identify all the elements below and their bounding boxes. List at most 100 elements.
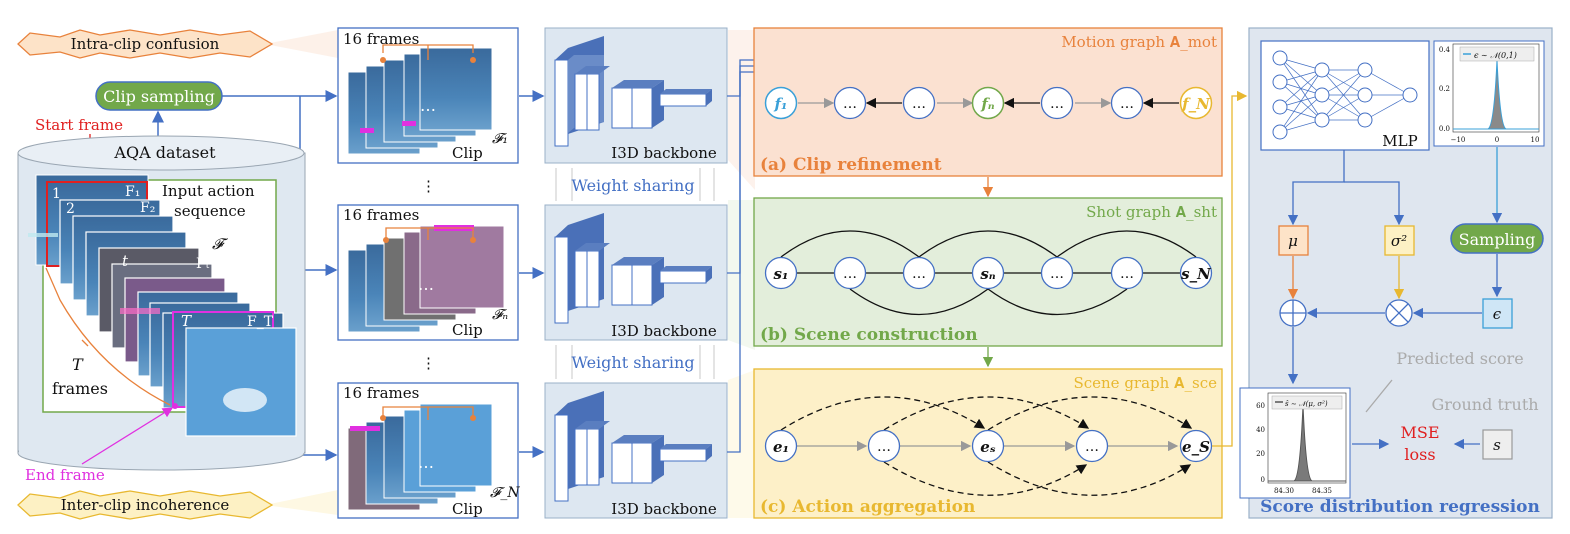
inset1-xtick-2: 10: [1531, 136, 1540, 144]
clip-n-frames: 16 frames: [343, 206, 419, 224]
sampling-label: Sampling: [1459, 230, 1536, 249]
inset2-xtick-1: 84.35: [1312, 487, 1332, 495]
clip-refinement-title: (a) Clip refinement: [760, 155, 942, 175]
frame-T-label: T: [181, 312, 192, 330]
start-frame-label: Start frame: [35, 116, 123, 134]
inset1-legend: ϵ ∼ 𝒩(0,1): [1474, 51, 1517, 60]
clip-1-label: Clip: [452, 144, 483, 162]
predicted-score-label: Predicted score: [1396, 349, 1523, 368]
backbone-2-label: I3D backbone: [611, 322, 717, 340]
sum-operator: [1279, 299, 1307, 327]
clip-box-1: [337, 27, 519, 164]
node-eS: e_S: [1182, 438, 1210, 456]
vdots-2: ⋮: [421, 354, 436, 372]
clip-box-N: [337, 382, 519, 519]
weight-sharing-label-2: Weight sharing: [571, 353, 694, 372]
inset1-ytick-2: 0.0: [1439, 125, 1450, 133]
mu-box: μ: [1278, 225, 1309, 256]
clip-sampling-pill: Clip sampling: [95, 81, 223, 111]
mse-label-2: loss: [1404, 445, 1435, 464]
frame-Ft-label: Fₜ: [196, 256, 210, 272]
backbone-1-label: I3D backbone: [611, 144, 717, 162]
score-regression-title: Score distribution regression: [1260, 497, 1540, 517]
clip-1-ellipsis: …: [420, 96, 436, 115]
predicted-dist-inset: ŝ ∼ 𝒩(μ, σ²) 60 40 20 0 84.30 84.35: [1239, 387, 1351, 499]
mlp-label: MLP: [1382, 132, 1417, 150]
clip-1-frames: 16 frames: [343, 30, 419, 48]
epsilon-label: ϵ: [1493, 305, 1502, 323]
T-label: T: [72, 355, 84, 374]
sigma-label: σ²: [1391, 232, 1407, 250]
sampling-pill: Sampling: [1450, 223, 1544, 254]
inset2-ytick-0: 60: [1256, 402, 1265, 410]
i3d-backbone-3: I3D backbone: [544, 382, 728, 519]
node-f1: f₁: [773, 95, 787, 113]
node-sN: s_N: [1181, 265, 1212, 283]
frame-1-label: 1: [52, 186, 61, 202]
vdots-1: ⋮: [421, 177, 436, 195]
inter-clip-text: Inter-clip incoherence: [61, 496, 230, 514]
motion-graph-title: Motion graph 𝐀_mot: [1061, 33, 1217, 51]
frame-t-label: t: [122, 252, 129, 270]
node-b-2: …: [843, 266, 857, 282]
input-action-label-1: Input action: [162, 182, 255, 200]
panel-clip-refinement: Motion graph 𝐀_mot (a) Clip refinement f…: [753, 27, 1223, 177]
node-e1: e₁: [773, 438, 789, 456]
clip-N-F: 𝓕_N: [490, 485, 520, 501]
node-b-5: …: [1050, 266, 1064, 282]
inset2-ytick-1: 40: [1256, 426, 1265, 434]
inset1-ytick-1: 0.2: [1439, 85, 1450, 93]
node-c-4: …: [1085, 439, 1099, 455]
input-frame-stack: [28, 174, 297, 437]
intra-clip-confusion-badge: Intra-clip confusion: [17, 29, 274, 59]
normal-dist-inset: ϵ ∼ 𝒩(0,1) 0.4 0.2 0.0 −10 0 10: [1433, 40, 1545, 147]
backbone-3-label: I3D backbone: [611, 500, 717, 518]
i3d-backbone-2: I3D backbone: [544, 204, 728, 341]
scene-graph-title: Scene graph 𝐀_sce: [1073, 374, 1217, 392]
inset1-ytick-0: 0.4: [1439, 46, 1451, 54]
frame-F1-label: F₁: [125, 184, 140, 200]
clip-n-F: 𝓕ₙ: [492, 307, 508, 323]
clip-1-F: 𝓕₁: [492, 131, 508, 147]
node-c-2: …: [877, 439, 891, 455]
weight-sharing-2: [555, 345, 715, 379]
panel-scene-construction: Shot graph 𝐀_sht (b) Scene construction …: [753, 197, 1223, 347]
frames-label: frames: [52, 379, 108, 398]
frame-2-label: 2: [66, 201, 75, 217]
action-aggregation-title: (c) Action aggregation: [760, 497, 975, 517]
frame-FT-label: F_T: [247, 314, 274, 330]
input-action-label-2: sequence: [174, 202, 246, 220]
node-b-6: …: [1120, 266, 1134, 282]
inset2-ytick-3: 0: [1261, 476, 1265, 484]
scene-construction-title: (b) Scene construction: [760, 325, 978, 345]
intra-clip-text: Intra-clip confusion: [71, 35, 220, 53]
panel-action-aggregation: Scene graph 𝐀_sce (c) Action aggregation…: [753, 368, 1223, 519]
weight-sharing-1: [555, 168, 715, 201]
ground-truth-label: Ground truth: [1431, 395, 1538, 414]
product-operator: [1385, 299, 1413, 327]
clip-box-n: [337, 204, 519, 341]
ground-truth-box: s: [1482, 429, 1513, 460]
ground-truth-s: s: [1493, 436, 1501, 454]
mu-label: μ: [1288, 232, 1298, 250]
node-fn: fₙ: [980, 95, 994, 113]
mse-label-1: MSE: [1400, 423, 1439, 442]
mlp-box: MLP: [1260, 40, 1430, 151]
weight-sharing-label-1: Weight sharing: [571, 176, 694, 195]
clip-n-ellipsis: …: [418, 275, 434, 294]
node-a-6: …: [1120, 96, 1134, 112]
inset2-xtick-0: 84.30: [1274, 487, 1294, 495]
epsilon-box: ϵ: [1482, 298, 1513, 329]
node-fN: f_N: [1181, 95, 1211, 113]
node-b-3: …: [912, 266, 926, 282]
node-a-3: …: [912, 96, 926, 112]
node-sn: sₙ: [980, 265, 995, 283]
aqa-dataset-label: AQA dataset: [113, 143, 216, 162]
clip-N-ellipsis: …: [418, 453, 434, 472]
inset1-xtick-1: 0: [1495, 136, 1499, 144]
inset2-legend: ŝ ∼ 𝒩(μ, σ²): [1285, 400, 1328, 408]
node-a-5: …: [1050, 96, 1064, 112]
i3d-backbone-1: I3D backbone: [544, 27, 728, 164]
node-s1: s₁: [773, 265, 788, 283]
node-a-2: …: [843, 96, 857, 112]
